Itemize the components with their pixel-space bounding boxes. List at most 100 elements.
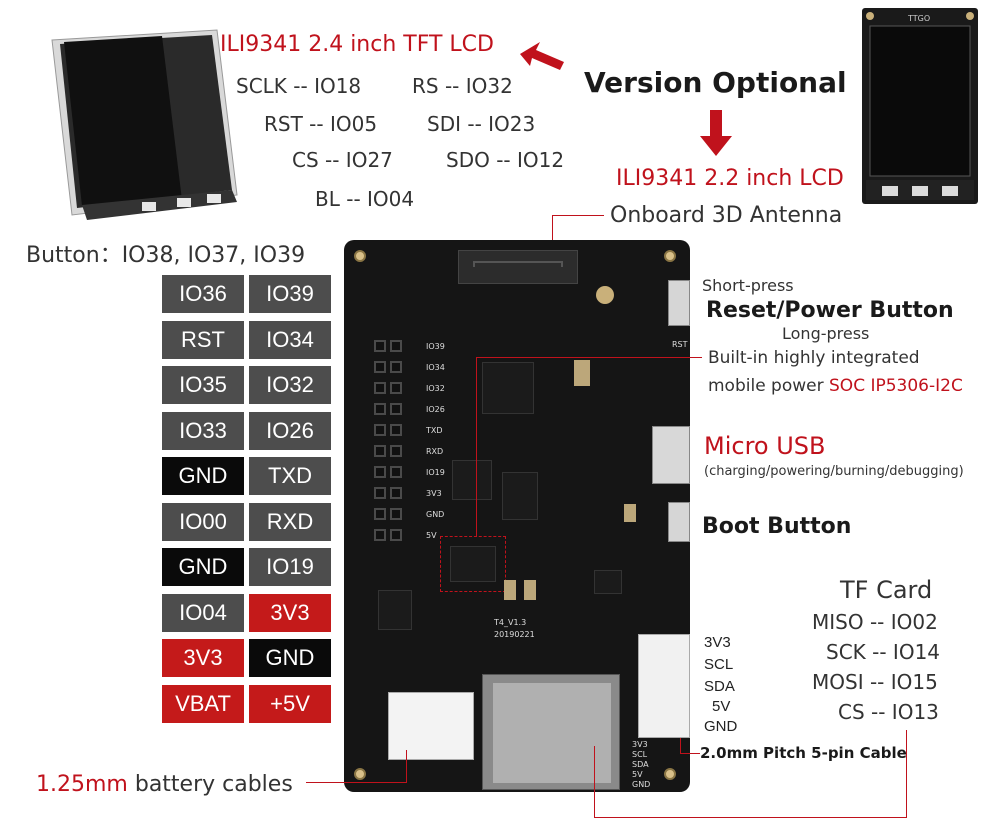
mount-hole-br [664,768,676,780]
pin-cell: GND [249,639,331,677]
soc-leader-v [476,357,477,537]
small-chip-2 [502,472,538,520]
header-pin-label: GND [426,510,445,519]
tf-leader-h [594,817,907,818]
battery-leader-v [406,750,407,783]
micro-usb-desc: (charging/powering/burning/debugging) [704,464,964,479]
pin-cell: +5V [249,684,331,723]
passive-2 [504,580,516,600]
pin-cell: TXD [249,457,331,495]
header-pin [374,382,386,394]
header-pin [390,445,402,457]
boot-button-shape[interactable] [668,502,690,542]
pin-cell: GND [162,457,244,495]
cable-leader-v [680,738,681,754]
header-pin-label: IO39 [426,342,445,351]
header-pin [374,340,386,352]
arrow-left-icon [520,42,564,70]
pin-cell: IO35 [162,366,244,404]
antenna-connector [596,286,614,304]
pcb-cable-label: SCL [632,750,648,759]
pcb-cable-label: 3V3 [632,740,648,749]
pin-cell: IO36 [162,275,244,313]
pin-cell: GND [162,548,244,586]
header-pin-label: IO34 [426,363,445,372]
battery-connector[interactable] [388,692,474,760]
lcd-22-photo: TTGO [860,6,980,206]
small-chip-1 [452,460,492,500]
pin-cell: RXD [249,502,331,541]
tf-card-title: TF Card [840,576,933,604]
pin-cell: IO34 [249,320,331,359]
pin-cell: IO26 [249,411,331,450]
antenna-label: Onboard 3D Antenna [610,203,843,228]
pin-cell: IO19 [249,548,331,586]
header-pin [390,340,402,352]
cable-connector[interactable] [638,634,690,738]
lcd-24-pin-rst: RST -- IO05 [264,112,378,136]
mount-hole-bl [354,768,366,780]
pcb-rst-label: RST [672,340,688,349]
tf-pin-miso: MISO -- IO02 [812,610,938,634]
lcd-22-title: ILI9341 2.2 inch LCD [616,166,844,191]
header-pin [390,466,402,478]
reset-short-label: Short-press [702,276,794,295]
esp32-chip [482,362,534,414]
soc-line-2: mobile power SOC IP5306-I2C [708,376,963,396]
pcb-cable-label: 5V [632,770,643,779]
pin-cell: IO39 [249,275,331,313]
header-pin [390,382,402,394]
reset-button-shape[interactable] [668,280,690,326]
version-optional-title: Version Optional [584,66,847,99]
pcb-cable-label: SDA [632,760,649,769]
header-pin [390,361,402,373]
cable-leader-h [680,753,700,754]
pin-cell: IO33 [162,411,244,450]
tf-leader-v [906,730,907,818]
pin-cell: IO04 [162,593,244,632]
header-pin [390,424,402,436]
small-chip-4 [594,570,622,594]
power-soc-chip [450,546,496,582]
lcd-24-pin-bl: BL -- IO04 [315,187,415,211]
pin-cell: 3V3 [249,593,331,632]
header-pin-label: TXD [426,426,443,435]
header-pin [374,466,386,478]
soc-line-1: Built-in highly integrated [708,348,920,368]
buttons-label: Button：IO38, IO37, IO39 [26,243,306,268]
tf-leader-v2 [594,746,595,818]
lcd-24-pin-sdi: SDI -- IO23 [427,112,536,136]
pin-cell: IO32 [249,366,331,404]
header-pin [390,403,402,415]
header-pin-label: 3V3 [426,489,442,498]
passive-4 [624,504,636,522]
lcd-24-pin-rs: RS -- IO32 [412,74,513,98]
header-pin-label: 5V [426,531,437,540]
pcb-version: T4_V1.3 [494,618,527,627]
tf-pin-mosi: MOSI -- IO15 [812,670,938,694]
antenna-leader-v [552,215,553,263]
header-pin [374,361,386,373]
reset-button-title: Reset/Power Button [706,298,954,323]
power-soc-highlight [440,536,506,592]
lcd-24-photo [42,20,242,225]
battery-text: battery cables [127,772,293,797]
cable-label-5v: 5V [712,698,731,715]
header-pin [390,487,402,499]
header-pin-label: IO19 [426,468,445,477]
battery-label: 1.25mm battery cables [36,772,293,797]
soc-highlight: SOC IP5306-I2C [829,376,963,396]
pin-cell: 3V3 [162,639,244,677]
tf-pin-cs: CS -- IO13 [838,700,939,724]
lcd-24-title: ILI9341 2.4 inch TFT LCD [220,32,494,57]
header-pin [390,508,402,520]
tf-card-slot[interactable] [482,674,620,790]
passive-1 [574,360,590,386]
header-pin [374,403,386,415]
battery-size: 1.25mm [36,772,128,797]
usb-port-shape[interactable] [652,426,690,484]
pin-cell: VBAT [162,684,244,723]
header-pin [390,529,402,541]
lcd-24-pin-cs: CS -- IO27 [292,148,393,172]
